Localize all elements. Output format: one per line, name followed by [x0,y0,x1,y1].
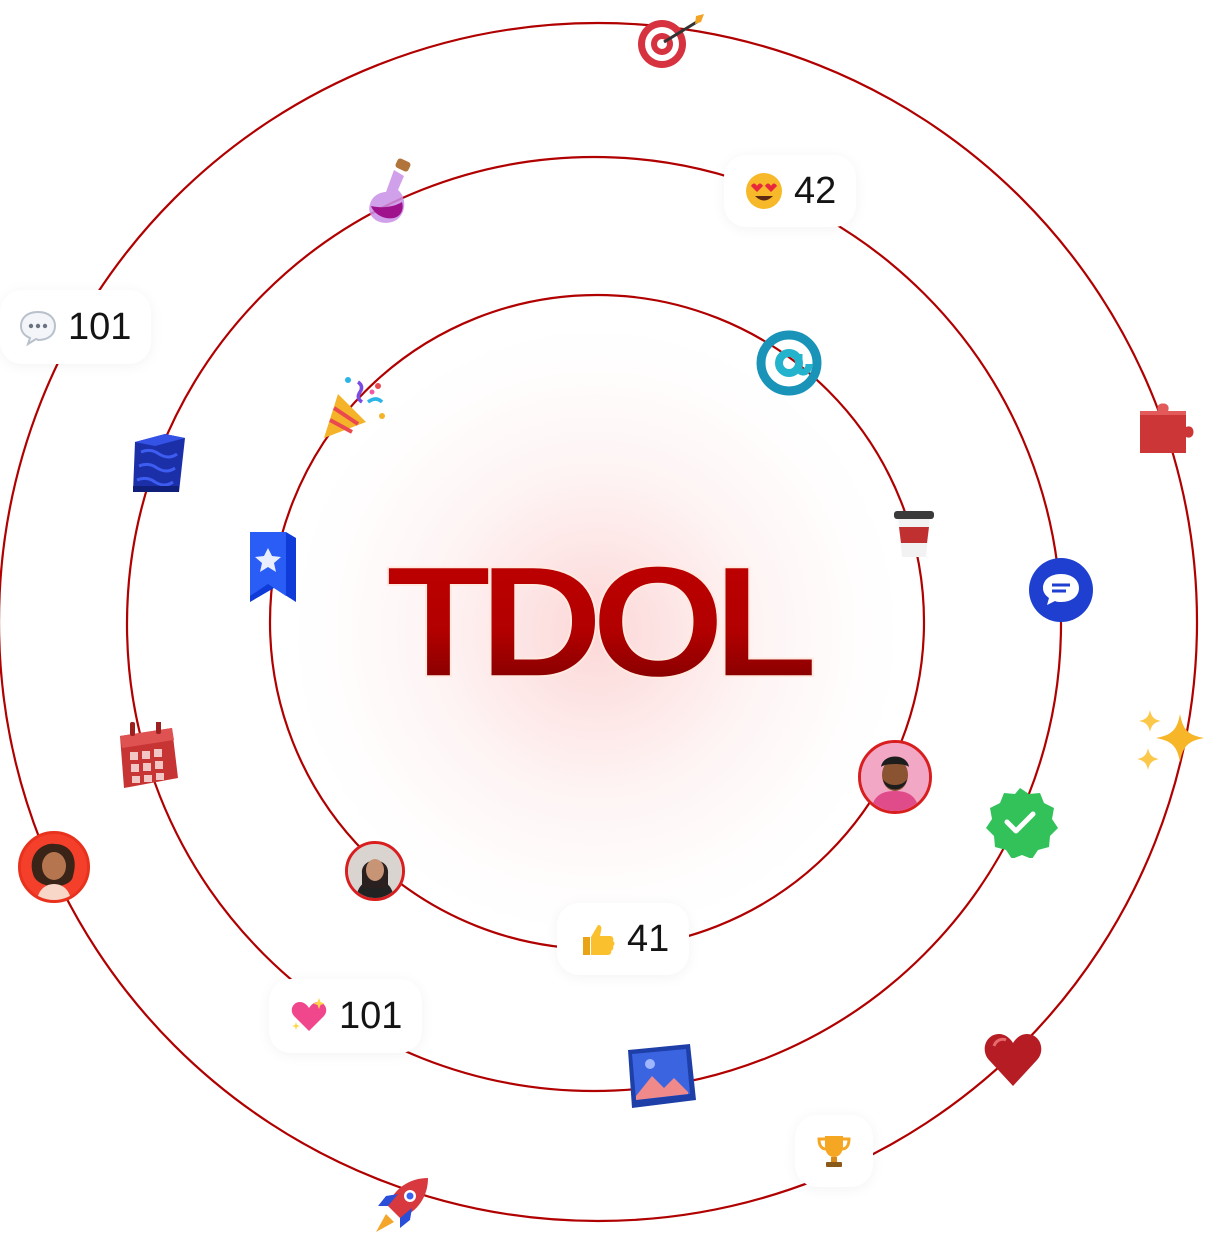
image-gallery-icon [628,1044,696,1108]
notebook-icon [133,434,185,492]
thumbs-up-count: 41 [627,917,670,960]
heart-eyes-reaction-badge: 42 [724,155,857,227]
heart-icon [984,1034,1042,1086]
thumbs-up-emoji-icon [577,919,617,959]
thumbs-up-reaction-badge: 41 [557,903,690,975]
svg-text:TDOL: TDOL [386,540,813,710]
bookmark-star-icon [250,532,296,602]
middle-ring [125,155,1063,1093]
tdol-logo: TDOL [385,540,826,710]
sparkling-heart-reaction-badge: 101 [269,979,423,1053]
avatar-man-beard [858,740,932,814]
trophy-badge [795,1115,873,1187]
chat-bubble-icon [1029,558,1093,622]
comment-count-badge: 101 [0,290,152,364]
coffee-cup-icon [894,511,934,557]
sparkling-heart-emoji-icon [289,996,329,1036]
verified-check-icon [986,788,1058,858]
center-glow [296,331,896,931]
sparkling-heart-count: 101 [339,994,403,1037]
heart-eyes-count: 42 [794,169,837,212]
at-sign-icon [756,330,822,396]
sparkles-icon [1137,710,1204,770]
calendar-icon [120,722,178,788]
party-popper-icon [324,377,385,438]
potion-flask-icon [369,158,411,223]
avatar-curly-hair [18,831,90,903]
speech-bubble-icon [18,307,58,347]
avatar-woman-photo [345,841,405,901]
target-icon [638,14,704,68]
rocket-icon [376,1178,428,1232]
outer-ring [0,22,1198,1222]
comment-count: 101 [68,305,132,348]
trophy-icon [814,1131,854,1171]
heart-eyes-emoji-icon [744,171,784,211]
puzzle-piece-icon [1140,403,1194,453]
